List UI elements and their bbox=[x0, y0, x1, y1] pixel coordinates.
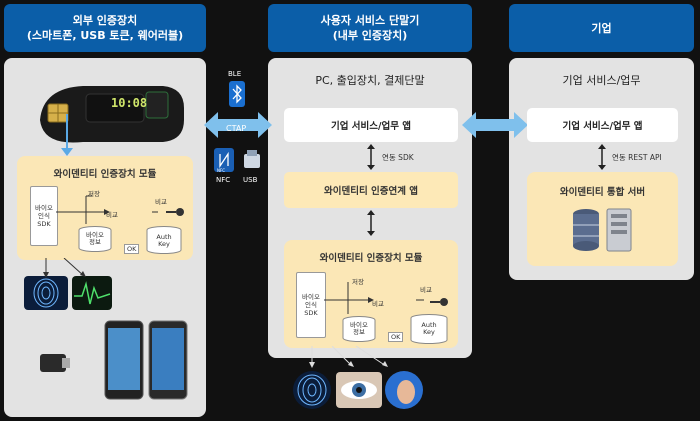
user-bio-info: 바이오 정보 bbox=[350, 321, 368, 336]
external-ok: OK bbox=[124, 244, 140, 254]
external-compare2-label: 비교 bbox=[155, 198, 167, 206]
band-time: 10:08 bbox=[111, 96, 148, 110]
auth-link-app-box: 와이덴티티 인증연계 앱 bbox=[284, 172, 458, 208]
user-terminal-title: 사용자 서비스 단말기 bbox=[320, 14, 420, 27]
user-store-label: 저장 bbox=[352, 278, 364, 286]
external-module-title: 와이덴티티 인증장치 모듈 bbox=[53, 169, 157, 180]
external-compare-label: 비교 bbox=[106, 211, 118, 219]
user-ok: OK bbox=[388, 332, 404, 342]
user-compare-label: 비교 bbox=[372, 300, 384, 308]
smartphone-image-2 bbox=[148, 320, 188, 400]
user-authkey: Auth Key bbox=[421, 321, 437, 336]
user-bio-info-cylinder bbox=[342, 316, 376, 342]
user-biz-app-box: 기업 서비스/업무 앱 bbox=[284, 108, 458, 142]
external-bio-sdk: 바이오 인식 SDK bbox=[30, 186, 58, 246]
external-bio-info-cylinder bbox=[78, 226, 112, 252]
user-link-arrow-1 bbox=[367, 144, 375, 170]
external-bio-info: 바이오 정보 bbox=[86, 231, 104, 246]
smartphone-image-1 bbox=[104, 320, 144, 400]
enterprise-service: 기업 서비스/업무 bbox=[562, 74, 641, 87]
external-store-label: 저장 bbox=[88, 190, 100, 198]
usb-token-image bbox=[40, 354, 70, 372]
external-title: 외부 인증장치 bbox=[72, 14, 138, 27]
nfc-label: NFC bbox=[216, 176, 231, 184]
user-bio-sdk: 바이오 인식 SDK bbox=[296, 272, 326, 338]
server-icon bbox=[606, 208, 632, 252]
enterprise-biz-app-box: 기업 서비스/업무 앱 bbox=[527, 108, 678, 142]
integration-server-box: 와이덴티티 통합 서버 bbox=[527, 172, 678, 266]
ctap-arrow bbox=[204, 112, 272, 138]
user-terminal-devices: PC, 출입장치, 결제단말 bbox=[315, 74, 425, 87]
nfc-icon bbox=[214, 148, 234, 172]
nfc-icon-text: NFC bbox=[217, 168, 226, 173]
user-authkey-cylinder bbox=[410, 314, 448, 344]
finger-touch-icon bbox=[385, 371, 423, 409]
bluetooth-icon bbox=[229, 81, 245, 107]
band-arrow-head bbox=[61, 148, 73, 156]
integration-server-title: 와이덴티티 통합 서버 bbox=[559, 187, 646, 198]
enterprise-title: 기업 bbox=[591, 21, 612, 35]
usb-label: USB bbox=[243, 176, 258, 184]
user-terminal-subtitle: (내부 인증장치) bbox=[332, 29, 408, 42]
user-module-title: 와이덴티티 인증장치 모듈 bbox=[319, 253, 423, 264]
external-header: 외부 인증장치 (스마트폰, USB 토큰, 웨어러블) bbox=[4, 4, 206, 52]
usb-icon bbox=[244, 150, 260, 168]
user-terminal-header: 사용자 서비스 단말기 (내부 인증장치) bbox=[268, 4, 472, 52]
ctap-label: CTAP bbox=[226, 124, 247, 133]
enterprise-header: 기업 bbox=[509, 4, 694, 52]
band-arrow bbox=[66, 114, 68, 154]
user-module-lines bbox=[324, 282, 448, 314]
user-compare2-label: 비교 bbox=[420, 286, 432, 294]
fingerprint-sensor-icon bbox=[293, 371, 331, 409]
enterprise-link-arrow bbox=[462, 112, 528, 138]
link-sdk-label: 연동 SDK bbox=[382, 153, 414, 162]
ble-label: BLE bbox=[228, 70, 242, 78]
user-link-arrow-2 bbox=[367, 210, 375, 236]
external-authkey-cylinder bbox=[146, 226, 182, 254]
heartbeat-icon bbox=[72, 276, 112, 310]
smart-band-image bbox=[40, 86, 184, 143]
external-subtitle: (스마트폰, USB 토큰, 웨어러블) bbox=[26, 29, 184, 42]
link-rest-api-label: 연동 REST API bbox=[612, 153, 662, 162]
user-sensor-arrows bbox=[309, 346, 388, 368]
external-module-lines bbox=[56, 195, 184, 224]
external-authkey: Auth Key bbox=[156, 233, 172, 248]
eye-icon bbox=[336, 372, 382, 408]
fingerprint-icon bbox=[24, 276, 68, 310]
sensor-arrows bbox=[43, 258, 86, 278]
database-icon bbox=[573, 209, 599, 251]
enterprise-link-arrow-v bbox=[598, 144, 606, 170]
